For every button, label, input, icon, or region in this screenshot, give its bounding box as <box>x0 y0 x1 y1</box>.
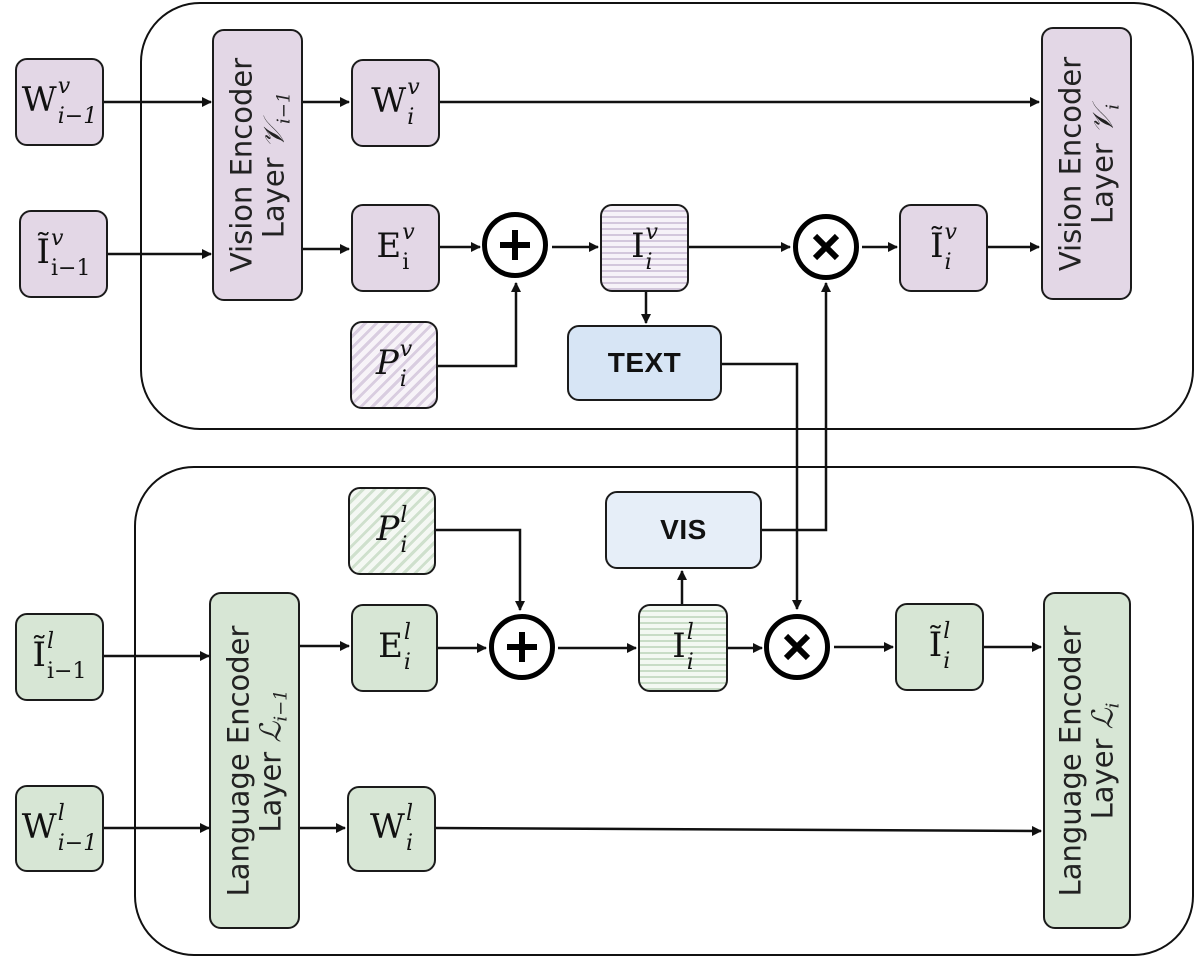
vis-box-label: VIS <box>660 514 707 545</box>
language-mul-operator <box>764 614 830 680</box>
arrow-w-to-language-encoder-cur <box>435 825 1042 836</box>
text-box: TEXT <box>567 325 722 401</box>
language-add-operator <box>489 614 555 680</box>
vis-box: VIS <box>605 491 762 569</box>
times-icon <box>783 633 811 661</box>
arrow-language-prompt-to-add <box>436 528 525 611</box>
plus-icon <box>507 632 537 662</box>
arrow-text-to-language-mul <box>722 362 802 610</box>
vision-module-frame <box>140 2 1194 430</box>
arrow-vis-to-vision-mul <box>762 282 831 532</box>
arrow-prompt-to-add <box>438 282 521 368</box>
plus-icon <box>500 230 530 260</box>
vision-add-operator <box>482 212 548 278</box>
vision-mul-operator <box>793 214 859 280</box>
text-box-label: TEXT <box>607 347 682 378</box>
language-module-frame <box>134 466 1194 956</box>
times-icon <box>812 233 840 261</box>
